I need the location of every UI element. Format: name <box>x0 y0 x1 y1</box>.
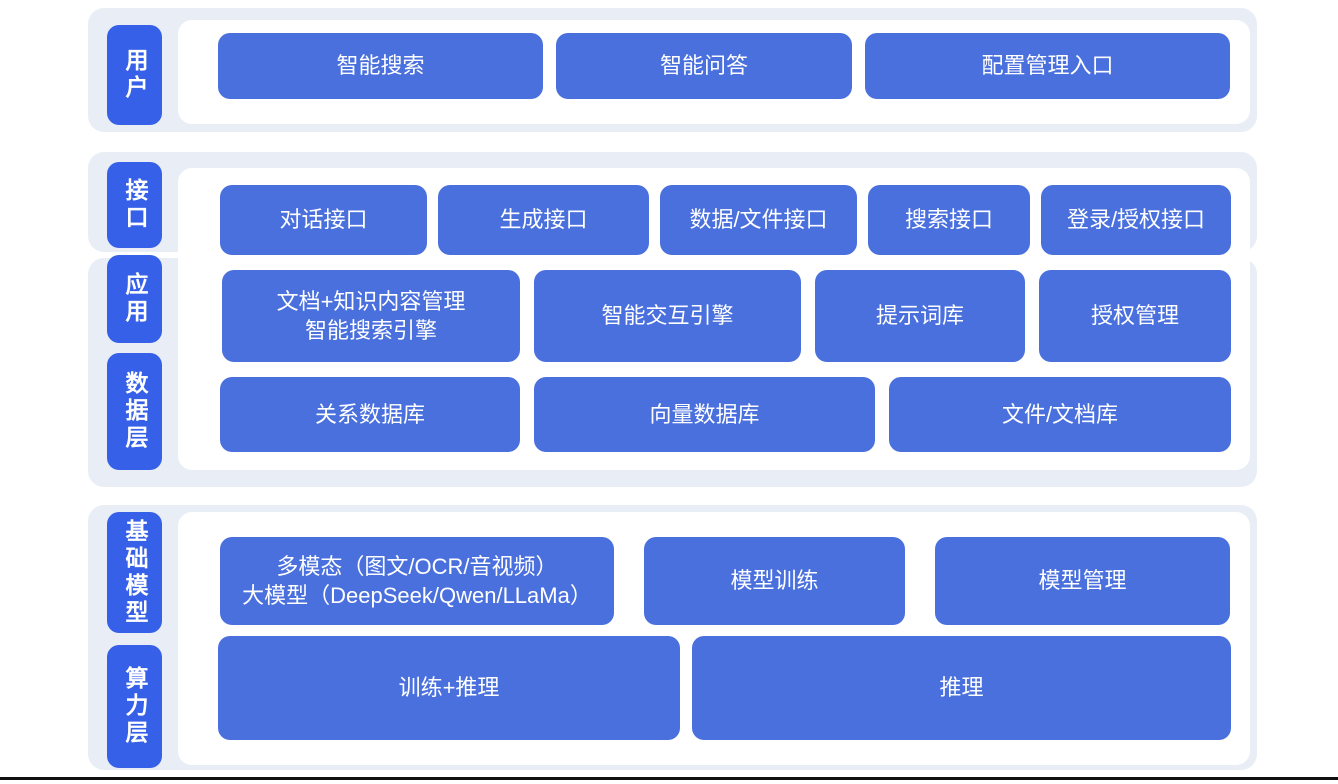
layer-label-data-text: 数据层 <box>122 371 148 452</box>
block-multimodal-llm: 多模态（图文/OCR/音视频） 大模型（DeepSeek/Qwen/LLaMa） <box>220 537 614 625</box>
layer-label-compute: 算力层 <box>107 645 162 768</box>
block-login-auth-api: 登录/授权接口 <box>1041 185 1231 255</box>
block-model-training: 模型训练 <box>644 537 905 625</box>
layer-label-application: 应用 <box>107 255 162 343</box>
block-relational-db: 关系数据库 <box>220 377 520 452</box>
layer-label-compute-text: 算力层 <box>122 666 148 747</box>
block-generation-api: 生成接口 <box>438 185 649 255</box>
row-interface: 对话接口 生成接口 数据/文件接口 搜索接口 登录/授权接口 <box>178 185 1250 255</box>
content-panel-user: 智能搜索 智能问答 配置管理入口 <box>178 20 1250 124</box>
content-panel-bottom: 多模态（图文/OCR/音视频） 大模型（DeepSeek/Qwen/LLaMa）… <box>178 512 1250 765</box>
block-doc-knowledge-search-engine: 文档+知识内容管理 智能搜索引擎 <box>222 270 520 362</box>
row-application: 文档+知识内容管理 智能搜索引擎 智能交互引擎 提示词库 授权管理 <box>178 270 1250 362</box>
block-model-management: 模型管理 <box>935 537 1230 625</box>
block-auth-management: 授权管理 <box>1039 270 1231 362</box>
block-dialog-api: 对话接口 <box>220 185 427 255</box>
block-file-doc-store: 文件/文档库 <box>889 377 1231 452</box>
layer-label-user: 用户 <box>107 25 162 125</box>
row-data: 关系数据库 向量数据库 文件/文档库 <box>178 377 1250 452</box>
block-inference: 推理 <box>692 636 1231 740</box>
block-prompt-library: 提示词库 <box>815 270 1025 362</box>
block-vector-db: 向量数据库 <box>534 377 875 452</box>
block-intelligent-search: 智能搜索 <box>218 33 543 99</box>
layer-label-interface-text: 接口 <box>122 178 148 232</box>
layer-label-application-text: 应用 <box>122 272 148 326</box>
block-config-management-entry: 配置管理入口 <box>865 33 1230 99</box>
layer-label-interface: 接口 <box>107 162 162 248</box>
block-data-file-api: 数据/文件接口 <box>660 185 857 255</box>
content-panel-middle: 对话接口 生成接口 数据/文件接口 搜索接口 登录/授权接口 文档+知识内容管理… <box>178 168 1250 470</box>
layer-label-foundation: 基础模型 <box>107 512 162 633</box>
block-interactive-engine: 智能交互引擎 <box>534 270 801 362</box>
row-foundation: 多模态（图文/OCR/音视频） 大模型（DeepSeek/Qwen/LLaMa）… <box>178 537 1250 625</box>
row-compute: 训练+推理 推理 <box>178 636 1250 740</box>
block-search-api: 搜索接口 <box>868 185 1030 255</box>
layer-label-data: 数据层 <box>107 353 162 470</box>
block-training-inference: 训练+推理 <box>218 636 680 740</box>
layer-label-user-text: 用户 <box>122 48 148 102</box>
layer-label-foundation-text: 基础模型 <box>122 518 148 627</box>
row-user: 智能搜索 智能问答 配置管理入口 <box>178 33 1250 99</box>
bottom-divider-line <box>0 777 1338 780</box>
block-intelligent-qa: 智能问答 <box>556 33 852 99</box>
